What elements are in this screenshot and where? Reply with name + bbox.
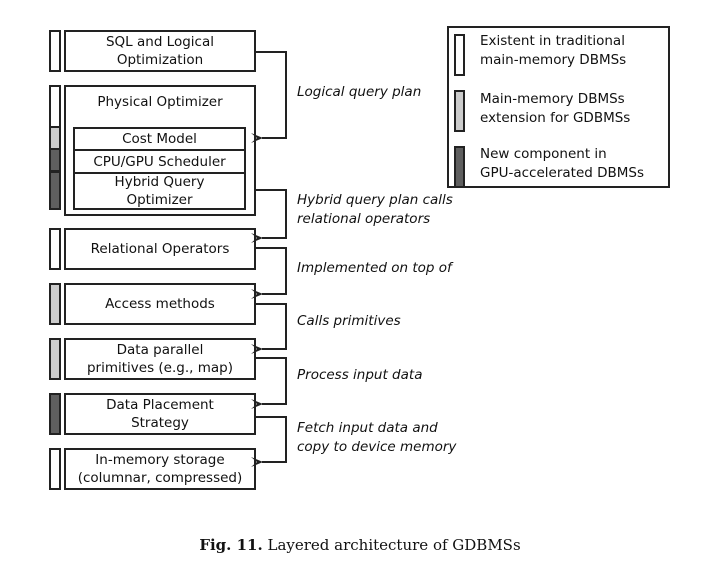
category-bar-new: [49, 171, 61, 210]
connector-implemented-on-top: [251, 247, 287, 299]
connector-calls-primitives: [251, 303, 287, 354]
caption-prefix: Fig. 11.: [199, 536, 263, 554]
layer-data-placement-strategy: Data Placement Strategy: [64, 393, 256, 435]
legend: Existent in traditional main-memory DBMS…: [447, 26, 670, 188]
sub-component-cpu-gpu-scheduler: CPU/GPU Scheduler: [73, 149, 246, 174]
sub-component-cost-model: Cost Model: [73, 127, 246, 151]
category-bar-existent: [49, 85, 61, 127]
annotation-fetch-input-data: Fetch input data and copy to device memo…: [297, 420, 457, 455]
legend-swatch-existent: [454, 34, 465, 76]
layer-label: In-memory storage (columnar, compressed): [77, 452, 243, 486]
figure-caption: Fig. 11. Layered architecture of GDBMSs: [0, 536, 720, 554]
legend-label-existent: Existent in traditional main-memory DBMS…: [480, 33, 627, 68]
caption-text: Layered architecture of GDBMSs: [262, 536, 521, 554]
category-bar-extension: [49, 338, 61, 380]
layer-label: Data parallel primitives (e.g., map): [86, 342, 233, 376]
category-bar-new: [49, 393, 61, 435]
category-bar-new: [49, 148, 61, 172]
sub-component-label: CPU/GPU Scheduler: [93, 153, 226, 170]
category-bar-extension: [49, 126, 61, 150]
legend-swatch-new: [454, 146, 465, 188]
connector-fetch-input-data: [251, 416, 287, 467]
category-bar-existent: [49, 30, 61, 72]
layer-access-methods: Access methods: [64, 283, 256, 325]
connector-process-input-data: [251, 357, 287, 409]
legend-label-new: New component in GPU-accelerated DBMSs: [480, 146, 645, 181]
sub-component-hybrid-query-optimizer: Hybrid Query Optimizer: [73, 172, 246, 210]
category-bar-existent: [49, 228, 61, 270]
category-bar-existent: [49, 448, 61, 490]
legend-swatch-extension: [454, 90, 465, 132]
layer-label: Access methods: [105, 296, 215, 312]
layer-label: Relational Operators: [90, 241, 230, 257]
layer-in-memory-storage: In-memory storage (columnar, compressed): [64, 448, 256, 490]
annotation-calls-primitives: Calls primitives: [297, 313, 401, 329]
category-bar-extension: [49, 283, 61, 325]
annotation-hybrid-query-plan: Hybrid query plan calls relational opera…: [297, 192, 453, 227]
layer-label: SQL and Logical Optimization: [105, 34, 214, 68]
legend-label-extension: Main-memory DBMSs extension for GDBMSs: [480, 91, 631, 126]
sub-component-label: Cost Model: [122, 131, 197, 147]
annotation-implemented-on-top: Implemented on top of: [297, 260, 452, 276]
layer-data-parallel-primitives: Data parallel primitives (e.g., map): [64, 338, 256, 380]
annotation-logical-query-plan: Logical query plan: [297, 84, 422, 100]
annotation-process-input-data: Process input data: [297, 367, 423, 383]
connector-logical-query-plan: [251, 51, 287, 143]
layer-label: Physical Optimizer: [97, 94, 223, 110]
connector-hybrid-query-plan: [251, 189, 287, 243]
sub-component-label: Hybrid Query Optimizer: [114, 174, 205, 208]
layer-sql-logical-optimization: SQL and Logical Optimization: [64, 30, 256, 72]
layer-label: Data Placement Strategy: [106, 397, 214, 431]
layer-relational-operators: Relational Operators: [64, 228, 256, 270]
